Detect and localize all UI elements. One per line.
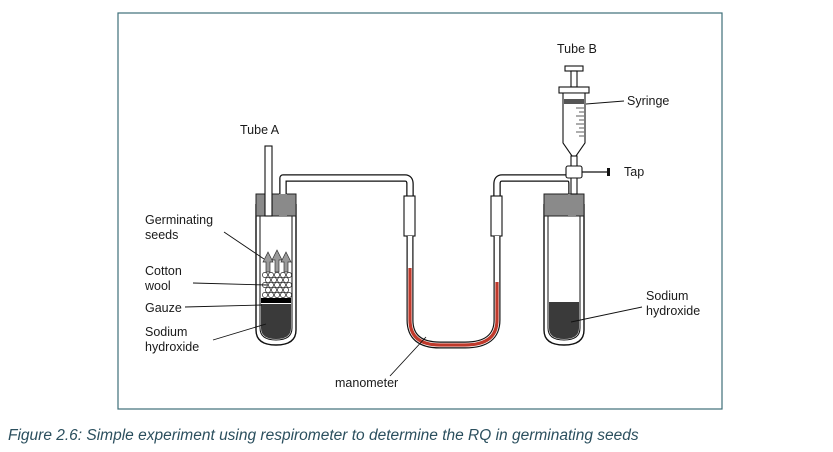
label-sodium-hydroxide-b-line2: hydroxide xyxy=(646,304,700,318)
label-tap: Tap xyxy=(624,165,644,179)
manometer-fluid xyxy=(408,268,499,347)
tube-a-bung xyxy=(255,193,297,217)
label-sodium-hydroxide-a-line1: Sodium xyxy=(145,325,187,339)
cotton-wool xyxy=(262,272,292,298)
label-germinating-seeds-line2: seeds xyxy=(145,228,178,242)
tube-b xyxy=(543,193,585,346)
label-syringe: Syringe xyxy=(627,94,669,108)
label-tube-b: Tube B xyxy=(557,42,597,56)
tube-a-sodium-hydroxide xyxy=(261,304,291,339)
tube-a-inner xyxy=(259,210,293,341)
manometer-tube xyxy=(403,195,503,349)
tube-a-outer xyxy=(255,204,297,346)
tube-b-sodium-hydroxide xyxy=(549,302,579,339)
figure-frame xyxy=(117,12,723,410)
label-sodium-hydroxide-a-line2: hydroxide xyxy=(145,340,199,354)
leader-lines xyxy=(184,100,643,377)
tube-b-outer xyxy=(543,204,585,346)
gauze xyxy=(261,298,291,303)
tube-b-bung xyxy=(543,193,585,217)
germinating-seeds xyxy=(262,249,292,273)
label-cotton-wool-line2: wool xyxy=(144,279,171,293)
label-sodium-hydroxide-b-line1: Sodium xyxy=(646,289,688,303)
tube-a xyxy=(255,145,297,346)
tube-a-open-tube xyxy=(264,145,273,217)
tap xyxy=(565,165,610,179)
label-tube-a: Tube A xyxy=(240,123,280,137)
label-cotton-wool-line1: Cotton xyxy=(145,264,182,278)
label-germinating-seeds-line1: Germinating xyxy=(145,213,213,227)
label-gauze: Gauze xyxy=(145,301,182,315)
tube-b-inner xyxy=(547,210,581,341)
label-manometer: manometer xyxy=(335,376,398,390)
figure-caption: Figure 2.6: Simple experiment using resp… xyxy=(8,427,639,444)
